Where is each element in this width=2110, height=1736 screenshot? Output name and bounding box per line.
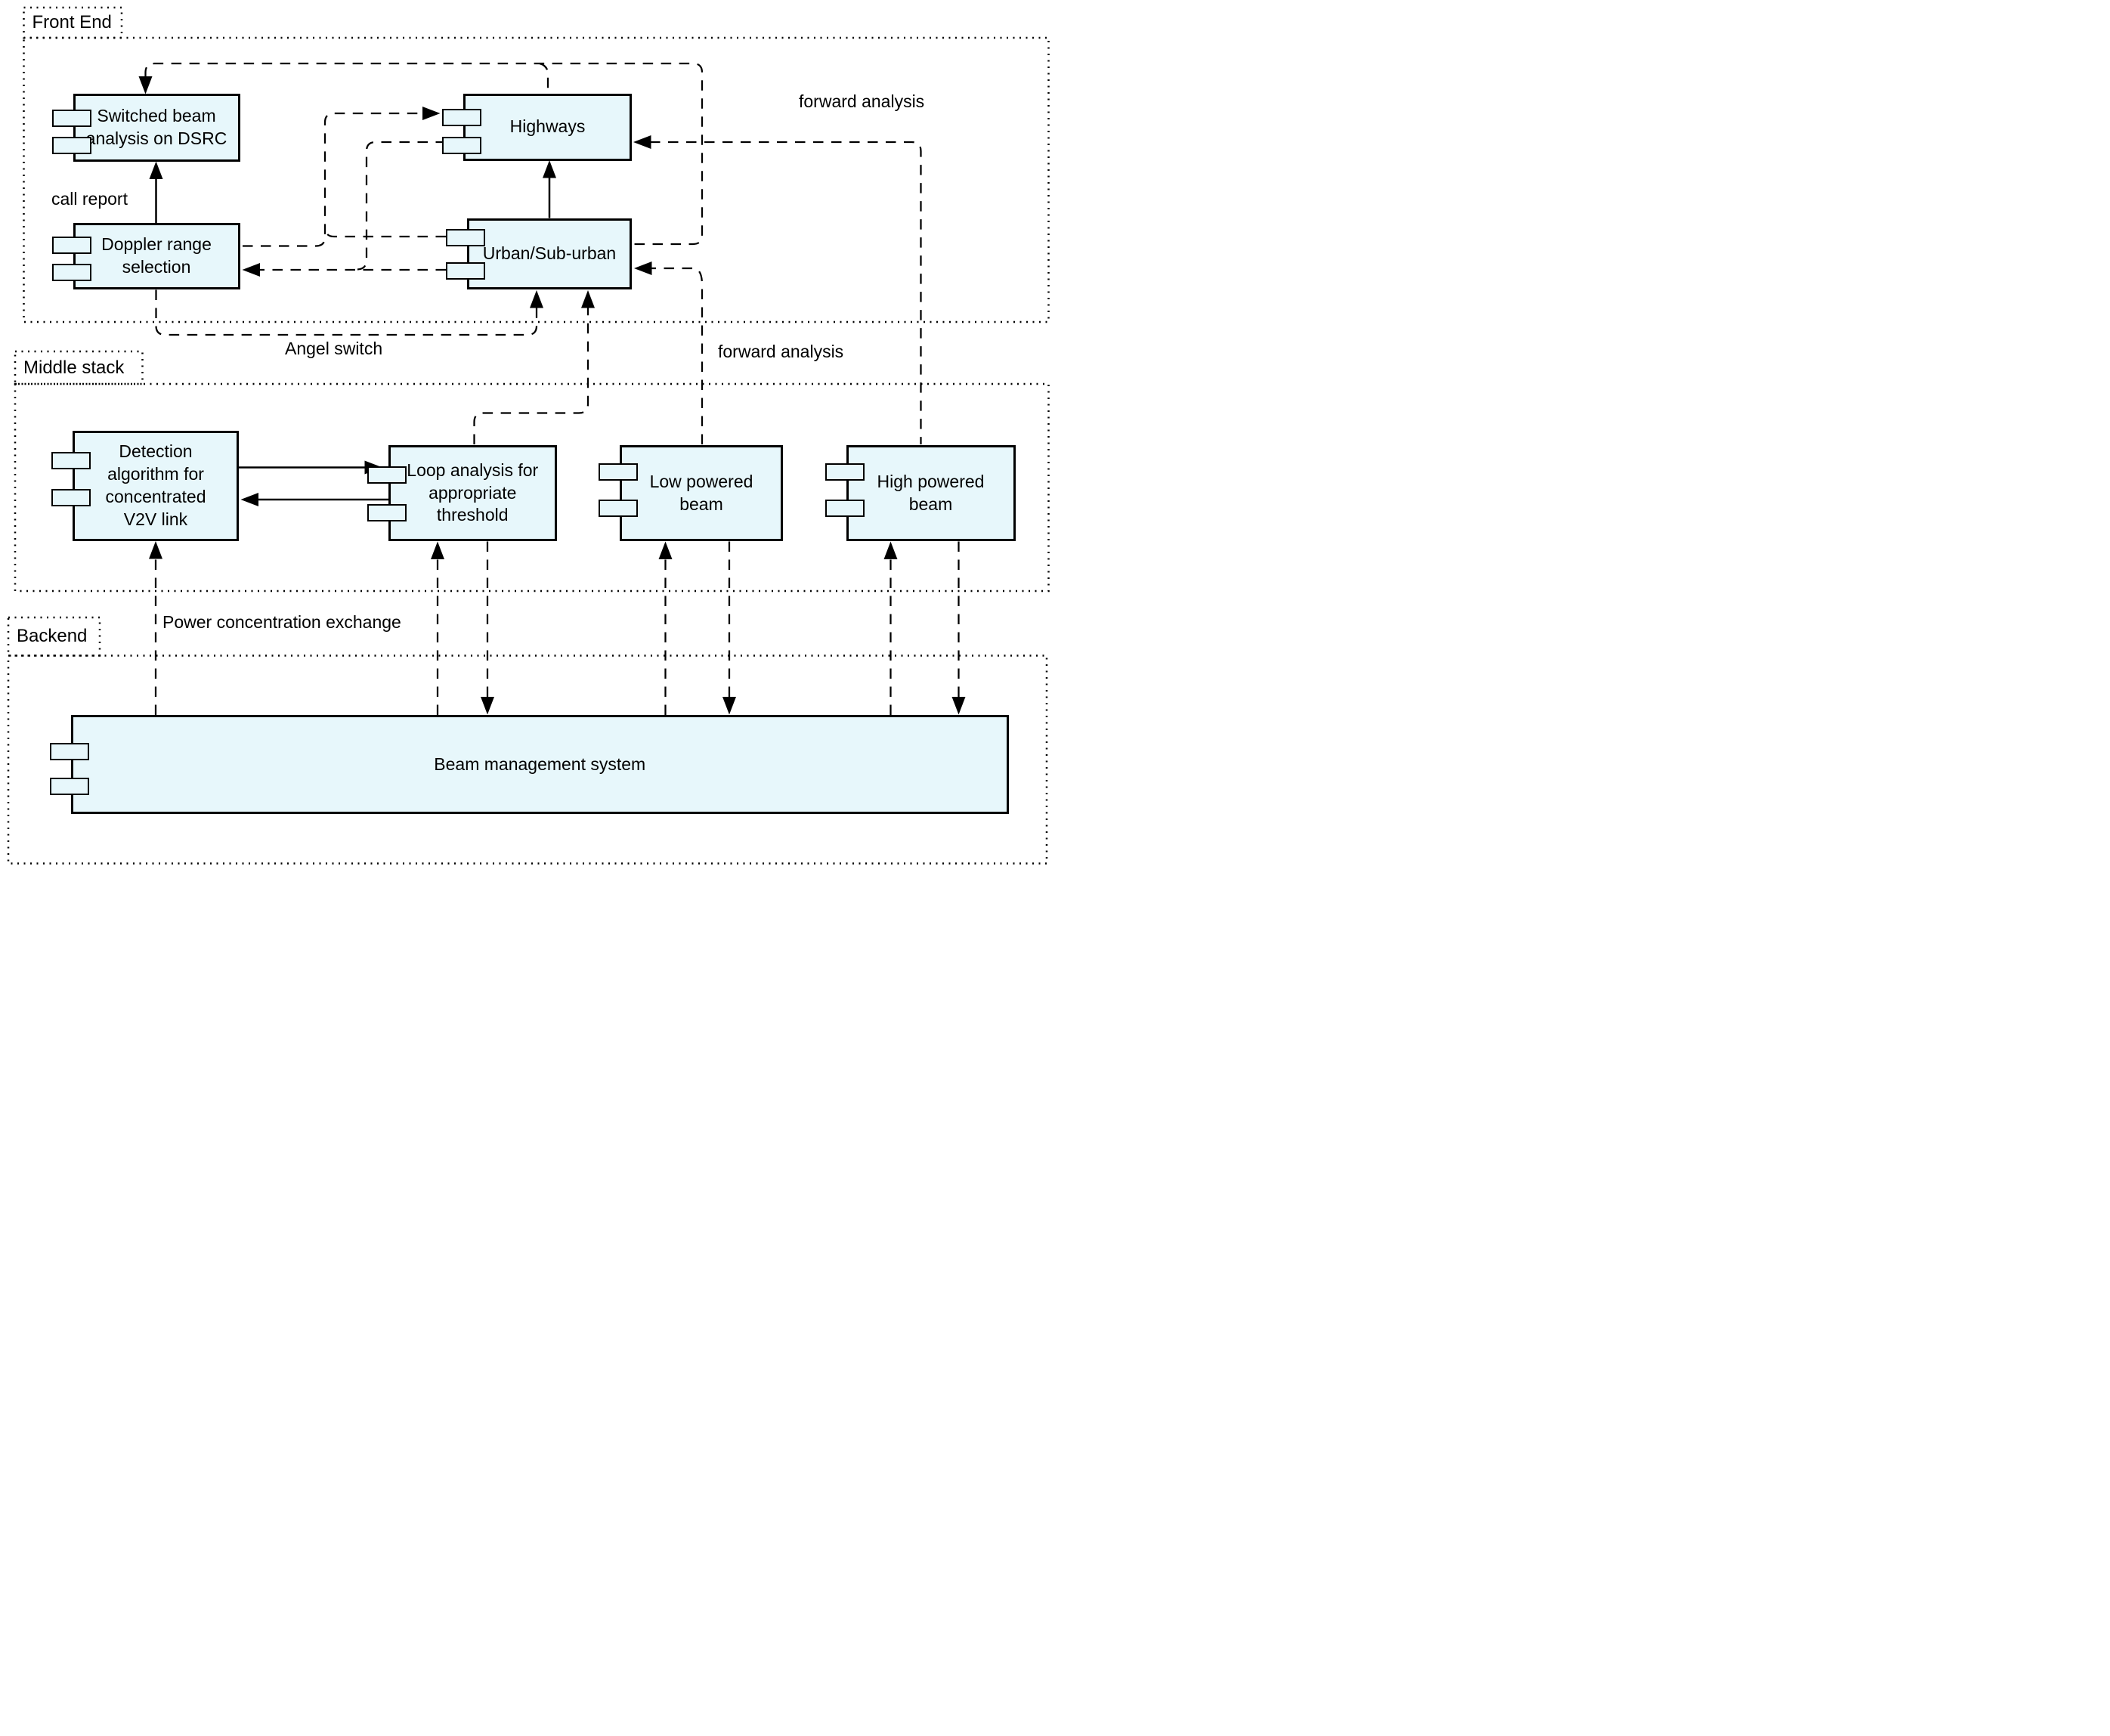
- edge-urban-to-switched: [144, 62, 704, 246]
- arrowhead-up-icon: [530, 290, 543, 308]
- port-rect: [599, 500, 638, 517]
- component-low-powered-beam: Low powered beam: [599, 445, 783, 541]
- port-rect: [825, 500, 865, 517]
- arrowhead-down-icon: [722, 697, 736, 715]
- middle-stack-region-box: [14, 382, 1050, 593]
- edge-urban-port1-join: [324, 228, 446, 238]
- component-switched-beam-analysis: Switched beam analysis on DSRC: [51, 93, 240, 162]
- arrowhead-up-icon: [543, 160, 556, 178]
- region-label-backend: Backend: [8, 617, 100, 656]
- arrowhead-left-icon: [634, 261, 652, 275]
- component-detection-algorithm: Detection algorithm for concentrated V2V…: [51, 431, 239, 541]
- region-label-text: Middle stack: [23, 357, 125, 378]
- arrowhead-up-icon: [431, 541, 444, 559]
- port-rect: [51, 236, 91, 254]
- port-rect: [446, 229, 485, 246]
- edge-lowbeam-to-urban: [651, 267, 704, 444]
- port-rect: [51, 109, 91, 127]
- edge-label-call-report: call report: [51, 189, 128, 209]
- component-high-powered-beam: High powered beam: [825, 445, 1016, 541]
- arrowhead-left-icon: [633, 135, 651, 149]
- edge-angel-switch: [155, 289, 538, 336]
- component-urban-sub-urban: Urban/Sub-urban: [446, 218, 632, 289]
- arrowhead-down-icon: [481, 697, 494, 715]
- region-label-front-end: Front End: [24, 8, 122, 38]
- port-rect: [49, 778, 89, 795]
- component-loop-analysis: Loop analysis for appropriate threshold: [367, 445, 557, 541]
- component-label: Low powered beam: [649, 471, 753, 514]
- component-label: Beam management system: [434, 754, 646, 774]
- connector-layer: [7, 6, 1050, 865]
- arrowhead-up-icon: [581, 290, 595, 308]
- component-label: Doppler range selection: [101, 234, 212, 277]
- port-rect: [446, 262, 485, 280]
- edge-label-angel-switch: Angel switch: [285, 339, 383, 358]
- port-rect: [51, 452, 91, 469]
- component-highways: Highways: [442, 94, 632, 161]
- arrowhead-up-icon: [149, 541, 162, 559]
- port-rect: [51, 489, 91, 506]
- edge-loop-to-urban: [473, 308, 589, 444]
- edge-doppler-to-highways-port1: [243, 112, 423, 247]
- arrowhead-left-icon: [242, 263, 260, 277]
- port-rect: [51, 263, 91, 281]
- component-label: High powered beam: [877, 471, 985, 514]
- region-label-text: Backend: [17, 626, 88, 647]
- edge-highways-port2-join: [357, 141, 446, 271]
- component-diagram-canvas: Front End Middle stack Backend Switched …: [0, 0, 1055, 868]
- port-rect: [442, 109, 481, 126]
- arrowhead-down-icon: [951, 697, 966, 715]
- backend-label-box: [7, 616, 101, 657]
- arrowhead-up-icon: [658, 541, 673, 559]
- edge-branch-to-highways-top: [539, 62, 549, 93]
- region-label-middle-stack: Middle stack: [15, 351, 143, 384]
- port-rect: [599, 463, 638, 481]
- arrowheads: [138, 76, 966, 715]
- middle-stack-label-box: [14, 350, 144, 385]
- arrowhead-up-icon: [149, 161, 163, 179]
- component-beam-management-system: Beam management system: [49, 715, 1009, 814]
- port-rect: [367, 504, 407, 521]
- port-rect: [51, 137, 91, 154]
- edge-label-forward-analysis-mid: forward analysis: [718, 342, 844, 361]
- arrowhead-left-icon: [240, 493, 258, 506]
- port-rect: [825, 463, 865, 481]
- component-label: Highways: [509, 116, 586, 137]
- port-rect: [49, 743, 89, 760]
- region-label-text: Front End: [32, 12, 112, 32]
- edge-label-forward-analysis-top: forward analysis: [799, 91, 925, 111]
- component-label: Detection algorithm for concentrated V2V…: [105, 441, 206, 529]
- component-label: Switched beam analysis on DSRC: [85, 105, 227, 148]
- component-label: Loop analysis for appropriate threshold: [407, 460, 539, 525]
- edge-highways-to-highbeam: [650, 141, 922, 444]
- arrowhead-up-icon: [883, 541, 898, 559]
- port-rect: [442, 136, 481, 154]
- region-boundaries: [7, 6, 1050, 865]
- edge-label-power-concentration-exchange: Power concentration exchange: [162, 612, 401, 632]
- arrowhead-down-icon: [138, 76, 153, 94]
- arrowhead-right-icon: [422, 107, 441, 120]
- component-doppler-range-selection: Doppler range selection: [51, 223, 240, 289]
- dashed-edges: [144, 62, 960, 715]
- port-rect: [367, 466, 407, 484]
- component-label: Urban/Sub-urban: [482, 243, 617, 263]
